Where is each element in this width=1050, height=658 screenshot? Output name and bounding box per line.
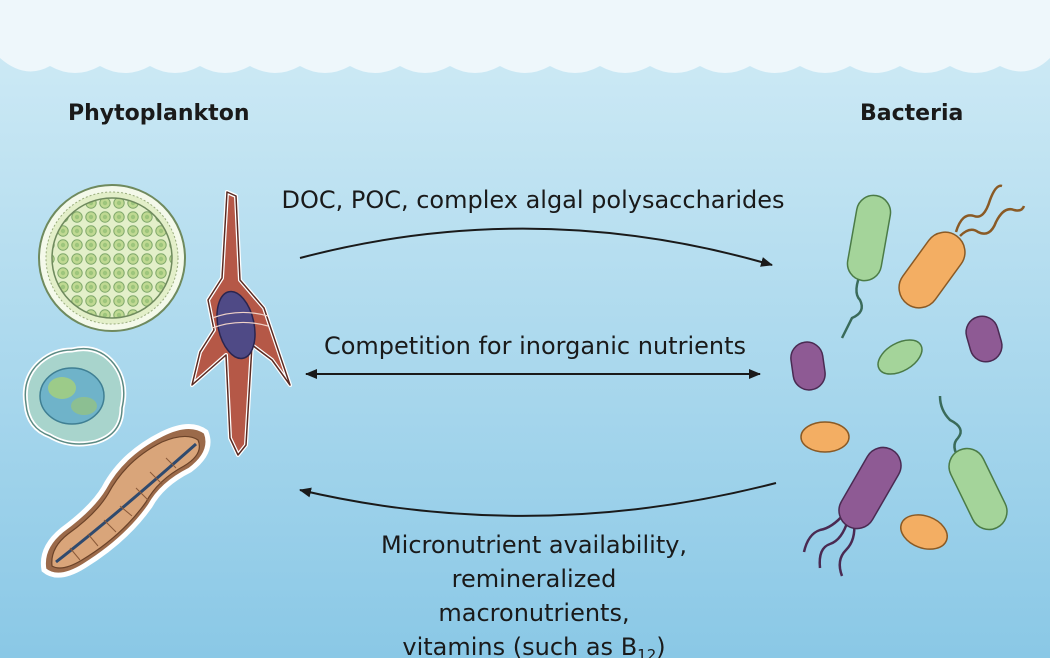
orange-coccobacillus-icon [900,514,948,550]
flow-label-competition: Competition for inorganic nutrients [323,332,747,360]
green-rod-bacterium-icon [938,395,1008,531]
arrow-to-bacteria [299,227,773,267]
green-alga-cell-icon [22,346,127,447]
orange-flagellated-bacterium-icon [898,184,1026,309]
vitamin-label-suffix: ) [656,633,666,658]
bacteria-heading: Bacteria [860,101,964,126]
flow-label-line-3: vitamins (such as B12) [360,630,708,658]
vitamin-label-subscript: 12 [637,646,657,658]
pennate-diatom-icon [40,424,211,578]
orange-coccobacillus-icon [800,421,850,453]
purple-bacterium-icon [965,315,1003,363]
purple-bacterium-icon [790,341,826,391]
water-surface [0,0,1050,73]
green-rod-bacterium-icon [877,339,923,375]
arrow-to-phytoplankton [299,482,777,517]
coccolithophore-icon [38,184,186,332]
flow-label-line-2: remineralized macronutrients, [438,565,630,627]
phytoplankton-heading: Phytoplankton [68,101,250,126]
green-rod-bacterium-icon [840,194,892,339]
flow-label-line-1: Micronutrient availability, [380,531,688,559]
dinoflagellate-icon [190,190,292,457]
flow-label-to-bacteria: DOC, POC, complex algal polysaccharides [281,186,785,214]
flow-label-to-phytoplankton: Micronutrient availability, remineralize… [360,528,708,658]
purple-flagellated-bacterium-icon [802,446,902,577]
vitamin-label-prefix: vitamins (such as B [402,633,638,658]
